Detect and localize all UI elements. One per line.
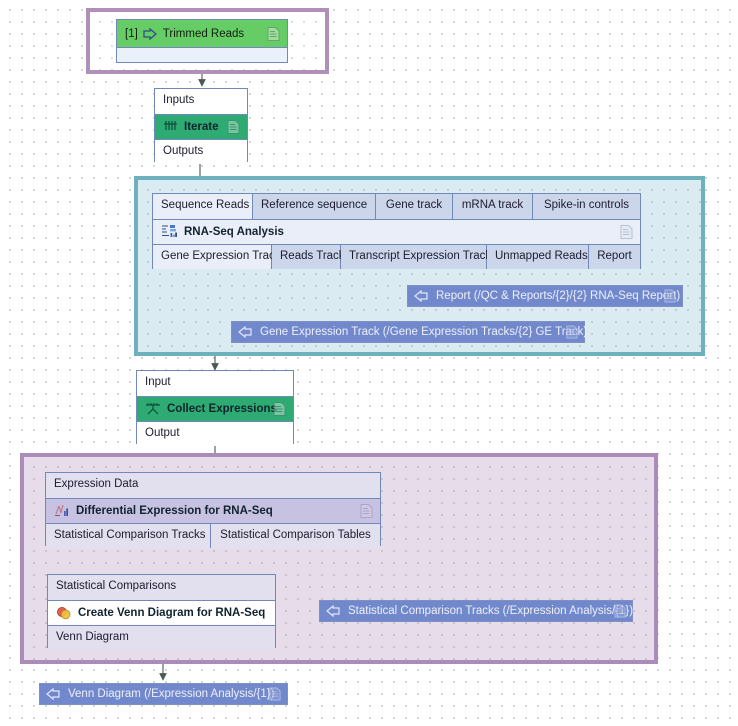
node-title: RNA-Seq Analysis bbox=[184, 225, 284, 238]
export-arrow-icon bbox=[238, 326, 252, 338]
export-label: Statistical Comparison Tracks (/Expressi… bbox=[348, 605, 634, 617]
export-statistical-comparison-tracks[interactable]: Statistical Comparison Tracks (/Expressi… bbox=[319, 600, 633, 622]
node-trimmed-reads[interactable]: [1] Trimmed Reads bbox=[116, 19, 288, 63]
node-iterate[interactable]: Inputs Iterate Outputs bbox=[154, 88, 248, 164]
node-title: Differential Expression for RNA-Seq bbox=[76, 504, 273, 517]
document-icon bbox=[614, 604, 626, 618]
export-label: Gene Expression Track (/Gene Expression … bbox=[260, 326, 588, 338]
document-icon bbox=[566, 325, 578, 339]
node-title: Trimmed Reads bbox=[162, 27, 245, 40]
document-icon bbox=[273, 401, 286, 416]
port-transcript-expression-track[interactable]: Transcript Expression Track bbox=[341, 244, 491, 269]
de-body: Differential Expression for RNA-Seq bbox=[46, 497, 380, 524]
node-collect-expressions[interactable]: Input Collect Expressions Output bbox=[136, 370, 294, 446]
document-icon bbox=[360, 503, 373, 518]
port-output[interactable]: Output bbox=[137, 421, 293, 446]
port-statistical-comparison-tables[interactable]: Statistical Comparison Tables bbox=[211, 523, 380, 548]
rna-seq-icon bbox=[161, 224, 178, 239]
node-differential-expression[interactable]: Expression Data Differential Expression … bbox=[45, 472, 381, 548]
export-rna-seq-report[interactable]: Report (/QC & Reports/{2}/{2} RNA-Seq Re… bbox=[407, 285, 683, 307]
export-label: Report (/QC & Reports/{2}/{2} RNA-Seq Re… bbox=[436, 290, 681, 302]
port-sequence-reads[interactable]: Sequence Reads bbox=[153, 194, 253, 219]
port-gene-track[interactable]: Gene track bbox=[376, 194, 453, 219]
export-gene-expression-track[interactable]: Gene Expression Track (/Gene Expression … bbox=[231, 321, 588, 343]
node-title: Collect Expressions bbox=[167, 402, 277, 415]
differential-expression-icon bbox=[54, 503, 70, 518]
collect-input-row: Input bbox=[137, 371, 293, 396]
collect-body: Collect Expressions bbox=[137, 395, 293, 422]
port-statistical-comparisons[interactable]: Statistical Comparisons bbox=[48, 575, 275, 600]
export-label: Venn Diagram (/Expression Analysis/{1}) bbox=[68, 688, 275, 700]
iterate-inputs-row: Inputs bbox=[155, 89, 247, 114]
document-icon bbox=[267, 26, 280, 41]
rna-seq-body: RNA-Seq Analysis bbox=[153, 218, 640, 245]
node-title: Create Venn Diagram for RNA-Seq bbox=[78, 606, 266, 619]
port-venn-diagram[interactable]: Venn Diagram bbox=[48, 625, 275, 650]
export-arrow-icon bbox=[414, 290, 428, 302]
venn-input-row: Statistical Comparisons bbox=[48, 575, 275, 600]
port-spike-in-controls[interactable]: Spike-in controls bbox=[533, 194, 640, 219]
de-input-row: Expression Data bbox=[46, 473, 380, 498]
rna-seq-outputs-row: Gene Expression Track Reads Track Transc… bbox=[153, 244, 640, 269]
input-arrow-icon bbox=[143, 27, 157, 40]
document-icon bbox=[269, 687, 281, 701]
port-input[interactable]: Input bbox=[137, 371, 293, 396]
node-title: Iterate bbox=[184, 120, 219, 133]
iterate-body: Iterate bbox=[155, 113, 247, 140]
port-unmapped-reads[interactable]: Unmapped Reads bbox=[487, 244, 589, 269]
iterate-outputs-row: Outputs bbox=[155, 139, 247, 164]
port-reference-sequence[interactable]: Reference sequence bbox=[253, 194, 376, 219]
document-icon bbox=[227, 119, 240, 134]
node-index: [1] bbox=[125, 27, 138, 40]
rna-seq-inputs-row: Sequence Reads Reference sequence Gene t… bbox=[153, 194, 640, 219]
venn-diagram-icon bbox=[56, 606, 72, 620]
document-icon bbox=[664, 289, 676, 303]
port-inputs[interactable]: Inputs bbox=[155, 89, 247, 114]
venn-output-row: Venn Diagram bbox=[48, 625, 275, 650]
export-arrow-icon bbox=[326, 605, 340, 617]
document-icon bbox=[620, 224, 633, 239]
trimmed-reads-header: [1] Trimmed Reads bbox=[117, 20, 287, 47]
collect-output-row: Output bbox=[137, 421, 293, 446]
export-venn-diagram[interactable]: Venn Diagram (/Expression Analysis/{1}) bbox=[39, 683, 288, 705]
export-arrow-icon bbox=[46, 688, 60, 700]
de-outputs-row: Statistical Comparison Tracks Statistica… bbox=[46, 523, 380, 548]
port-report[interactable]: Report bbox=[589, 244, 640, 269]
port-outputs[interactable]: Outputs bbox=[155, 139, 247, 164]
port-reads-track[interactable]: Reads Track bbox=[272, 244, 345, 269]
venn-body: Create Venn Diagram for RNA-Seq bbox=[48, 599, 275, 626]
port-expression-data[interactable]: Expression Data bbox=[46, 473, 380, 498]
port-mrna-track[interactable]: mRNA track bbox=[453, 194, 533, 219]
node-create-venn-diagram[interactable]: Statistical Comparisons Create Venn Diag… bbox=[47, 574, 276, 650]
port-gene-expression-track[interactable]: Gene Expression Track bbox=[153, 244, 281, 269]
iterate-icon bbox=[163, 120, 178, 134]
trimmed-reads-footer-port bbox=[117, 47, 287, 62]
node-rna-seq-analysis[interactable]: Sequence Reads Reference sequence Gene t… bbox=[152, 193, 641, 269]
port-statistical-comparison-tracks[interactable]: Statistical Comparison Tracks bbox=[46, 523, 211, 548]
collect-expressions-icon bbox=[145, 402, 161, 416]
